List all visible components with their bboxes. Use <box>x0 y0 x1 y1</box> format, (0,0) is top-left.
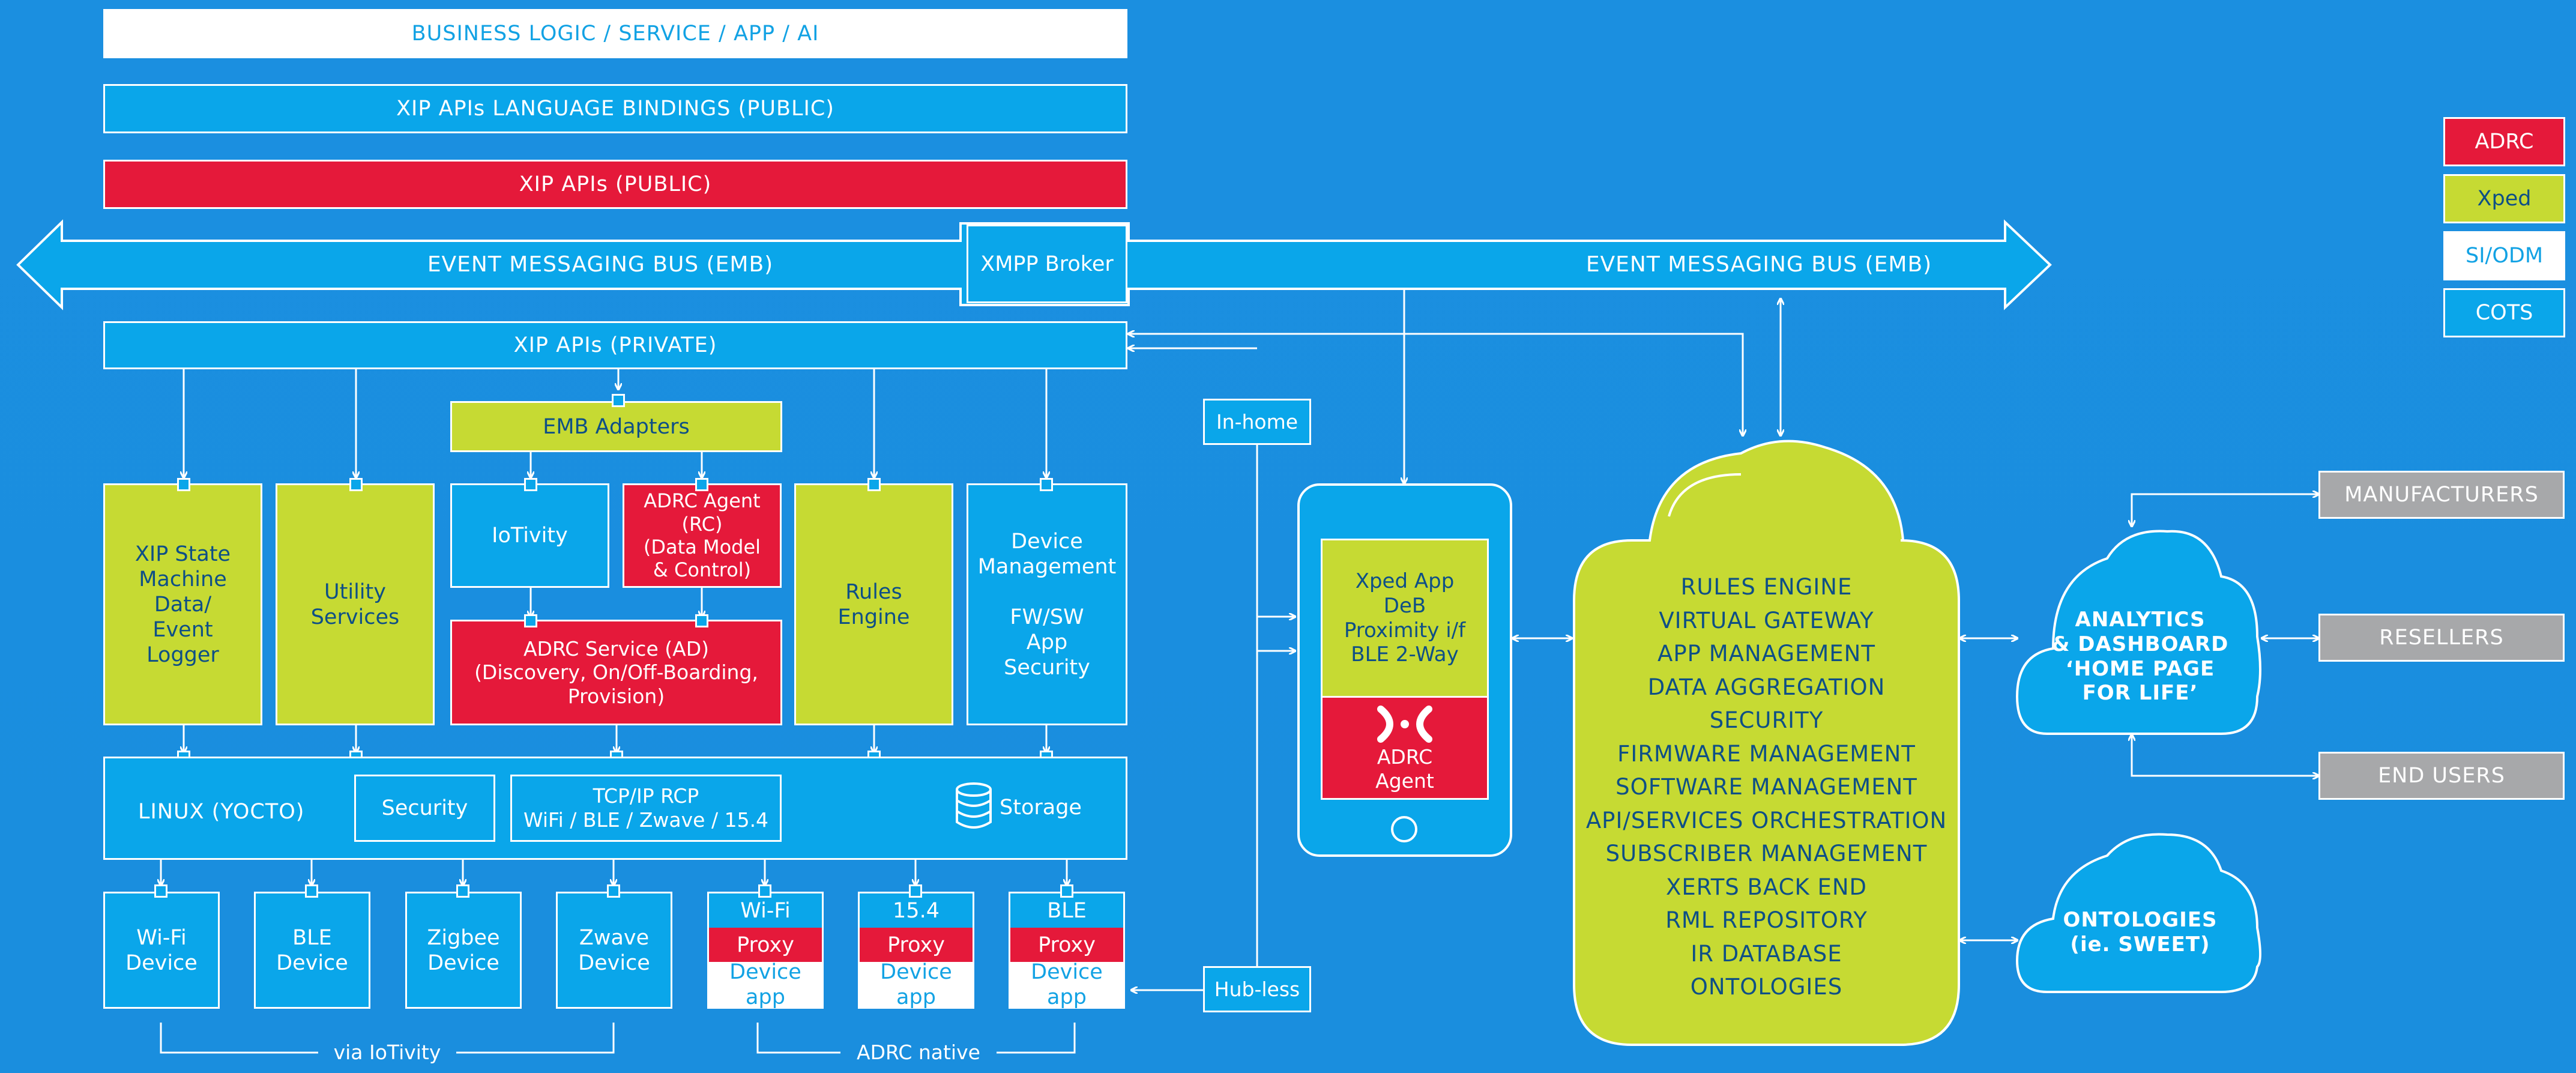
port-square <box>758 884 771 898</box>
legend-si-odm: SI/ODM <box>2443 231 2565 280</box>
cloud-item: IR DATABASE <box>1691 940 1842 967</box>
storage-label: Storage <box>1000 796 1082 820</box>
wifi-device: Wi-Fi Device <box>103 892 220 1009</box>
ontologies-title: ONTOLOGIES (ie. SWEET) <box>2063 908 2218 957</box>
cloud-item: VIRTUAL GATEWAY <box>1659 607 1874 633</box>
main-cloud-shape <box>1573 440 1960 1046</box>
tcpip-rcp-box: TCP/IP RCP WiFi / BLE / Zwave / 15.4 <box>510 775 782 842</box>
cloud-item: DATA AGGREGATION <box>1647 674 1886 700</box>
port-square <box>524 614 537 627</box>
xip-private-layer: XIP APIs (PRIVATE) <box>103 321 1127 369</box>
port-square <box>607 884 620 898</box>
native-device-app: Device app <box>880 960 952 1009</box>
native-device-app: Device app <box>729 960 801 1009</box>
storage-icon <box>955 782 993 833</box>
hub-less-label: Hub-less <box>1203 966 1311 1012</box>
port-square <box>349 478 363 491</box>
ble-device: BLE Device <box>254 892 370 1009</box>
adrc-agent-rc-module: ADRC Agent (RC) (Data Model & Control) <box>623 483 782 588</box>
manufacturers-box: MANUFACTURERS <box>2318 471 2565 519</box>
native-device-proxy: Proxy <box>1010 928 1123 962</box>
cloud-item: SOFTWARE MANAGEMENT <box>1615 774 1917 800</box>
xped-logo-icon <box>1377 705 1432 743</box>
legend-xped: Xped <box>2443 174 2565 223</box>
zwave-device: Zwave Device <box>556 892 672 1009</box>
port-square <box>1040 478 1053 491</box>
cloud-item: SUBSCRIBER MANAGEMENT <box>1605 841 1928 866</box>
native-device-top: Wi-Fi <box>709 893 822 928</box>
cloud-item: SECURITY <box>1709 707 1824 733</box>
port-square <box>177 478 190 491</box>
cloud-item: API/SERVICES ORCHESTRATION <box>1585 807 1947 833</box>
analytics-dashboard-title: ANALYTICS & DASHBOARD ‘HOME PAGE FOR LIF… <box>2051 608 2229 706</box>
business-logic-layer: BUSINESS LOGIC / SERVICE / APP / AI <box>103 9 1127 58</box>
end-users-box: END USERS <box>2318 752 2565 800</box>
legend-cots: COTS <box>2443 288 2565 337</box>
port-square <box>305 884 318 898</box>
port-square <box>1060 884 1073 898</box>
native-device-ble: BLE Proxy Device app <box>1009 892 1125 1009</box>
port-square <box>695 478 708 491</box>
cloud-item: RULES ENGINE <box>1680 574 1853 600</box>
language-bindings-layer: XIP APIs LANGUAGE BINDINGS (PUBLIC) <box>103 84 1127 133</box>
port-square <box>867 478 881 491</box>
analytics-cloud-shape <box>2015 530 2261 735</box>
emb-label-right: EVENT MESSAGING BUS (EMB) <box>1585 252 1932 277</box>
adrc-service-module: ADRC Service (AD) (Discovery, On/Off-Boa… <box>450 620 782 725</box>
xped-app-screen: Xped App DeB Proximity i/f BLE 2-Way <box>1321 539 1489 698</box>
cloud-item: APP MANAGEMENT <box>1658 641 1875 666</box>
port-square <box>456 884 469 898</box>
native-device-154: 15.4 Proxy Device app <box>858 892 974 1009</box>
emb-adapters-module: EMB Adapters <box>450 401 782 452</box>
security-box: Security <box>354 775 495 842</box>
in-home-label: In-home <box>1203 399 1311 445</box>
cloud-item: ONTOLOGIES <box>1690 974 1843 1000</box>
native-device-app: Device app <box>1031 960 1103 1009</box>
phone-home-button <box>1391 816 1417 842</box>
adrc-agent-label: ADRC Agent <box>1375 745 1434 793</box>
cloud-item: FIRMWARE MANAGEMENT <box>1617 740 1916 767</box>
rules-engine-module: Rules Engine <box>794 483 953 725</box>
native-device-top: BLE <box>1010 893 1123 928</box>
xip-public-layer: XIP APIs (PUBLIC) <box>103 160 1127 209</box>
port-square <box>695 614 708 627</box>
cloud-item: XERTS BACK END <box>1665 874 1868 900</box>
port-square <box>612 394 625 407</box>
iotivity-module: IoTivity <box>450 483 609 588</box>
adrc-agent-screen: ADRC Agent <box>1321 698 1489 800</box>
zigbee-device: Zigbee Device <box>405 892 522 1009</box>
xmpp-broker: XMPP Broker <box>967 225 1127 303</box>
device-management-module: Device Management FW/SW App Security <box>967 483 1127 725</box>
legend-adrc: ADRC <box>2443 117 2565 166</box>
state-machine-module: XIP State Machine Data/ Event Logger <box>103 483 262 725</box>
cloud-item: RML REPOSITORY <box>1665 907 1868 933</box>
linux-label: LINUX (YOCTO) <box>138 800 305 824</box>
native-device-proxy: Proxy <box>709 928 822 962</box>
via-iotivity-label: via IoTivity <box>333 1041 441 1064</box>
emb-label-left: EVENT MESSAGING BUS (EMB) <box>427 252 774 277</box>
native-device-proxy: Proxy <box>860 928 973 962</box>
port-square <box>154 884 167 898</box>
ontologies-cloud-shape <box>2015 833 2261 993</box>
utility-services-module: Utility Services <box>276 483 435 725</box>
port-square <box>524 478 537 491</box>
native-device-wifi: Wi-Fi Proxy Device app <box>707 892 824 1009</box>
adrc-native-label: ADRC native <box>857 1041 980 1064</box>
native-device-top: 15.4 <box>860 893 973 928</box>
port-square <box>909 884 922 898</box>
cloud-services-list: RULES ENGINE VIRTUAL GATEWAY APP MANAGEM… <box>1574 570 1959 1004</box>
resellers-box: RESELLERS <box>2318 614 2565 662</box>
